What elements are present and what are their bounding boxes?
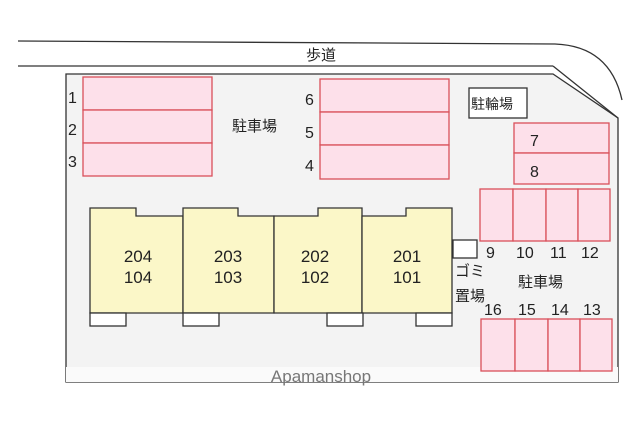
parking-space-11 <box>545 188 579 242</box>
space-number: 4 <box>305 158 314 175</box>
parking-space-9 <box>479 188 514 242</box>
garbage-label: 置場 <box>455 287 485 305</box>
parking-label: 駐車場 <box>232 117 277 135</box>
parking-space-8 <box>513 152 610 185</box>
space-number: 15 <box>518 302 536 319</box>
balcony <box>182 312 220 327</box>
parking-space-7 <box>513 122 610 154</box>
parking-space-5 <box>319 111 450 146</box>
unit-number: 201 <box>393 247 421 266</box>
parking-block-center: 6 5 4 <box>305 78 450 180</box>
space-number: 10 <box>516 245 534 262</box>
balcony <box>326 312 364 327</box>
unit-number: 102 <box>301 268 329 287</box>
parking-space-2 <box>82 109 213 144</box>
parking-block-west: 1 2 3 <box>68 76 213 177</box>
balcony <box>415 312 453 327</box>
space-number: 5 <box>305 125 314 142</box>
parking-space-3 <box>82 142 213 177</box>
parking-space-15 <box>514 318 549 372</box>
space-number: 16 <box>484 302 502 319</box>
parking-space-16 <box>480 318 516 372</box>
space-number: 11 <box>550 245 567 262</box>
parking-space-12 <box>577 188 611 242</box>
unit-number: 203 <box>214 247 242 266</box>
space-number: 7 <box>530 133 539 150</box>
garbage-area-box <box>452 239 478 259</box>
sidewalk-outer-edge <box>17 40 623 101</box>
watermark-band <box>66 367 618 382</box>
space-number: 8 <box>530 164 539 181</box>
parking-space-14 <box>547 318 581 372</box>
space-number: 1 <box>68 90 77 107</box>
parking-space-10 <box>512 188 547 242</box>
parking-space-4 <box>319 144 450 180</box>
space-number: 12 <box>581 245 599 262</box>
bicycle-parking-label: 駐輪場 <box>471 96 513 113</box>
unit-number: 104 <box>124 268 152 287</box>
unit-number: 101 <box>393 268 421 287</box>
unit-number: 103 <box>214 268 242 287</box>
space-number: 14 <box>551 302 569 319</box>
space-number: 9 <box>486 245 495 262</box>
balcony <box>89 312 127 327</box>
space-number: 3 <box>68 154 77 171</box>
garbage-label: ゴミ <box>455 262 485 280</box>
apartment-building: 204 104 203 103 202 102 201 101 <box>89 207 453 327</box>
unit-number: 202 <box>301 247 329 266</box>
parking-space-13 <box>579 318 613 372</box>
sidewalk-label: 歩道 <box>306 46 336 64</box>
space-number: 2 <box>68 122 77 139</box>
bicycle-parking-box <box>468 87 528 119</box>
parking-space-1 <box>82 76 213 111</box>
parking-label-east: 駐車場 <box>518 273 563 291</box>
space-number: 13 <box>583 302 601 319</box>
parking-space-6 <box>319 78 450 113</box>
unit-202-102 <box>273 207 363 314</box>
watermark: Apamanshop <box>271 367 371 386</box>
unit-number: 204 <box>124 247 152 266</box>
space-number: 6 <box>305 92 314 109</box>
